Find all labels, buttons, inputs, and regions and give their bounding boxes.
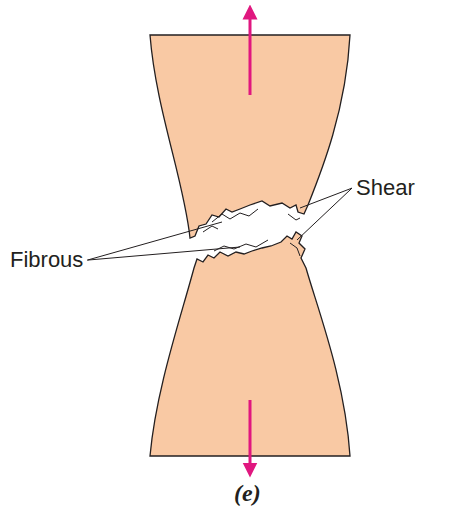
fibrous-texture: [214, 240, 268, 251]
figure-label: (e): [234, 480, 261, 506]
load-arrow: [249, 400, 252, 470]
shear-lip: [288, 214, 300, 220]
leader-line: [297, 188, 352, 240]
leader-line: [87, 247, 240, 260]
load-arrow: [249, 12, 252, 95]
leader-line: [300, 188, 352, 208]
region-label: Shear: [356, 176, 415, 200]
region-label: Fibrous: [10, 248, 83, 272]
fibrous-texture: [212, 209, 258, 222]
shear-lip: [290, 243, 300, 256]
